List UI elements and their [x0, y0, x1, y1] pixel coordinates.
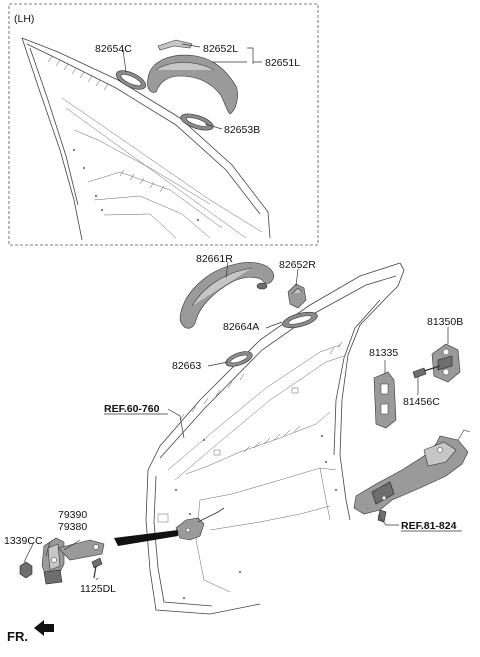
label-81350b: 81350B — [427, 316, 463, 328]
label-79390: 79390 — [58, 509, 87, 521]
label-1125dl: 1125DL — [80, 583, 116, 595]
gasket-82654c-icon — [115, 70, 147, 90]
lh-inset-label: (LH) — [14, 13, 34, 25]
ref-81-824-label: REF.81-824 — [401, 520, 457, 532]
gasket-82664a-icon — [282, 311, 318, 329]
door-latch-assembly-icon — [353, 429, 471, 523]
handle-82651l-icon — [147, 54, 238, 115]
gasket-82653b-icon — [180, 113, 214, 131]
ref-60-760-label: REF.60-760 — [104, 403, 160, 415]
label-81456c: 81456C — [403, 396, 440, 408]
bolt-81456c-icon — [412, 365, 441, 379]
gasket-82663-icon — [225, 351, 253, 367]
label-79380: 79380 — [58, 521, 87, 533]
door-check-icon — [175, 507, 225, 541]
label-82651l: 82651L — [265, 57, 300, 69]
cap-82652r-icon — [287, 283, 307, 309]
cap-82652l-icon — [157, 39, 193, 51]
label-1339cc: 1339CC — [4, 535, 43, 547]
label-82664a: 82664A — [223, 321, 259, 333]
check-pointer-arrow — [114, 530, 178, 546]
label-81335: 81335 — [369, 347, 398, 359]
label-82652l: 82652L — [203, 43, 238, 55]
striker-81350b-icon — [431, 343, 461, 383]
label-82661r: 82661R — [196, 253, 233, 265]
main-door-frame — [145, 262, 405, 615]
front-arrow-icon — [34, 620, 54, 636]
label-82653b: 82653B — [224, 124, 260, 136]
plate-81335-icon — [373, 371, 397, 429]
lh-inset-panel: (LH) — [8, 3, 319, 246]
front-direction-label: FR. — [7, 629, 28, 644]
door-hinge-assembly-icon — [41, 537, 105, 585]
label-82663: 82663 — [172, 360, 201, 372]
front-direction-indicator: FR. — [7, 620, 54, 644]
label-82652r: 82652R — [279, 259, 316, 271]
label-82654c: 82654C — [95, 43, 132, 55]
lh-door-frame — [21, 37, 271, 241]
nut-1339cc-icon — [19, 561, 33, 579]
handle-82661r-icon — [179, 262, 275, 329]
bolt-1125dl-icon — [91, 557, 103, 579]
